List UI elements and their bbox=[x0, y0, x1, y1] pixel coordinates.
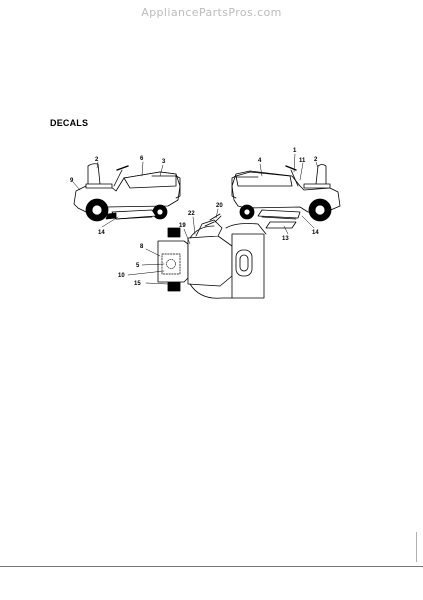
callout-2-right: 2 bbox=[314, 157, 318, 163]
callout-22-top: 22 bbox=[188, 211, 195, 217]
callout-10-top: 10 bbox=[118, 273, 125, 279]
callout-15-top: 15 bbox=[134, 281, 141, 287]
callout-20-top: 20 bbox=[216, 203, 223, 209]
callout-14-left: 14 bbox=[98, 230, 105, 236]
left-tractor-illustration bbox=[72, 161, 181, 228]
footer-rule bbox=[0, 566, 423, 567]
callout-8-top: 8 bbox=[140, 244, 144, 250]
callout-14-right: 14 bbox=[312, 230, 319, 236]
callout-3-left: 3 bbox=[162, 159, 166, 165]
callout-5-top: 5 bbox=[136, 263, 140, 269]
section-title: DECALS bbox=[50, 118, 89, 128]
right-tractor-illustration bbox=[231, 153, 341, 235]
callout-1-right: 1 bbox=[293, 148, 297, 154]
callout-9-left: 9 bbox=[70, 178, 74, 184]
top-view-illustration bbox=[127, 208, 267, 299]
callout-6-left: 6 bbox=[140, 156, 144, 162]
callout-2-left: 2 bbox=[95, 157, 99, 163]
callout-4-right: 4 bbox=[258, 158, 262, 164]
page-edge-mark bbox=[416, 532, 417, 562]
site-watermark: AppliancePartsPros.com bbox=[141, 6, 282, 19]
callout-11-right: 11 bbox=[299, 158, 306, 164]
callout-13-right: 13 bbox=[282, 236, 289, 242]
callout-19-top: 19 bbox=[179, 223, 186, 229]
